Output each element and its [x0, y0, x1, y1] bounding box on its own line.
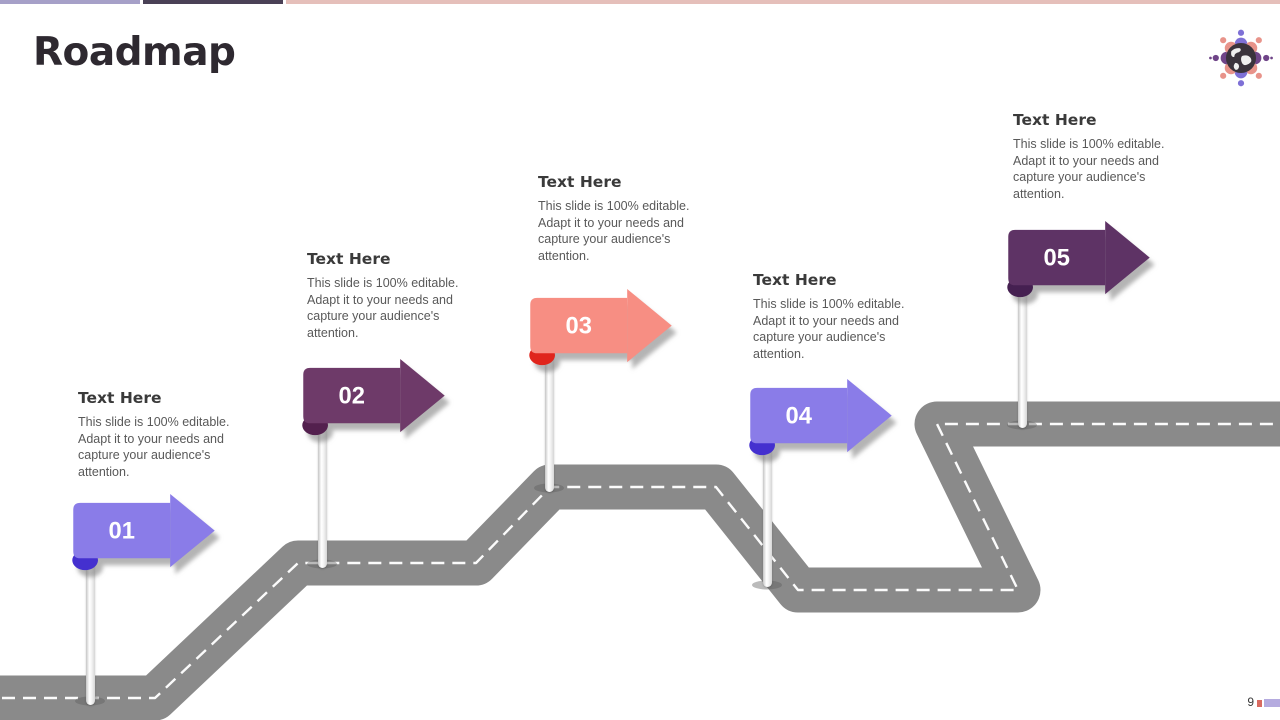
arrow-head [627, 288, 672, 363]
milestone-pole-03 [544, 346, 554, 492]
milestone-heading[interactable]: Text Here [307, 250, 391, 268]
milestone-note-05: Text Here This slide is 100% editable. A… [1013, 111, 1179, 203]
milestone-note-01: Text Here This slide is 100% editable. A… [78, 389, 244, 481]
milestone-description[interactable]: This slide is 100% editable. Adapt it to… [538, 199, 690, 263]
footer-accent-square [1257, 700, 1262, 707]
person-icon-north [1234, 29, 1248, 44]
road-center-dashes [0, 422, 1280, 700]
arrow-head [170, 493, 215, 568]
milestone-sign-02[interactable]: 02 [298, 356, 447, 447]
ribbon-body [530, 297, 628, 354]
milestone-number: 05 [1044, 245, 1070, 271]
milestone-description[interactable]: This slide is 100% editable. Adapt it to… [1013, 137, 1165, 201]
person-icon-nw [1220, 37, 1236, 53]
person-icon-south [1234, 72, 1248, 87]
milestone-pole-05 [1017, 276, 1027, 428]
milestone-sign-01[interactable]: 01 [68, 491, 217, 582]
milestone-number: 01 [109, 518, 135, 544]
page-title: Roadmap [33, 30, 236, 75]
page-number: 9 [1247, 695, 1254, 709]
milestone-number: 03 [566, 313, 592, 339]
milestone-pole-04 [762, 436, 772, 587]
milestone-pole-02 [317, 418, 327, 568]
milestone-number: 02 [339, 383, 365, 409]
ribbon-body [73, 502, 171, 559]
globe-continents [1231, 48, 1252, 70]
ribbon-body [303, 367, 401, 424]
milestone-sign-05[interactable]: 05 [1003, 218, 1152, 309]
milestone-note-04: Text Here This slide is 100% editable. A… [753, 271, 919, 363]
person-icon-ne [1246, 37, 1262, 53]
person-icon-east [1255, 51, 1273, 65]
arrow-head [1105, 220, 1150, 295]
milestone-number: 04 [786, 403, 813, 429]
globe-people-logo [1209, 29, 1273, 87]
footer-accent-bar [1264, 699, 1280, 707]
milestone-description[interactable]: This slide is 100% editable. Adapt it to… [753, 297, 905, 361]
ribbon-body [750, 387, 848, 444]
ribbon-body [1008, 229, 1106, 286]
person-icon-west [1209, 51, 1227, 65]
milestone-description[interactable]: This slide is 100% editable. Adapt it to… [78, 415, 230, 479]
milestone-heading[interactable]: Text Here [1013, 111, 1097, 129]
milestone-note-03: Text Here This slide is 100% editable. A… [538, 173, 704, 265]
milestone-heading[interactable]: Text Here [78, 389, 162, 407]
person-icon-se [1246, 63, 1262, 79]
topbar-segment-2 [143, 0, 283, 4]
milestone-heading[interactable]: Text Here [538, 173, 622, 191]
person-icon-sw [1220, 63, 1236, 79]
milestone-note-02: Text Here This slide is 100% editable. A… [307, 250, 473, 342]
topbar-segment-3 [286, 0, 1280, 4]
arrow-head [847, 378, 892, 453]
arrow-head [400, 358, 445, 433]
milestone-sign-03[interactable]: 03 [525, 286, 674, 377]
milestone-pole-01 [85, 550, 95, 705]
milestone-sign-04[interactable]: 04 [745, 376, 894, 467]
topbar-segment-1 [0, 0, 140, 4]
milestone-heading[interactable]: Text Here [753, 271, 837, 289]
milestone-description[interactable]: This slide is 100% editable. Adapt it to… [307, 276, 459, 340]
